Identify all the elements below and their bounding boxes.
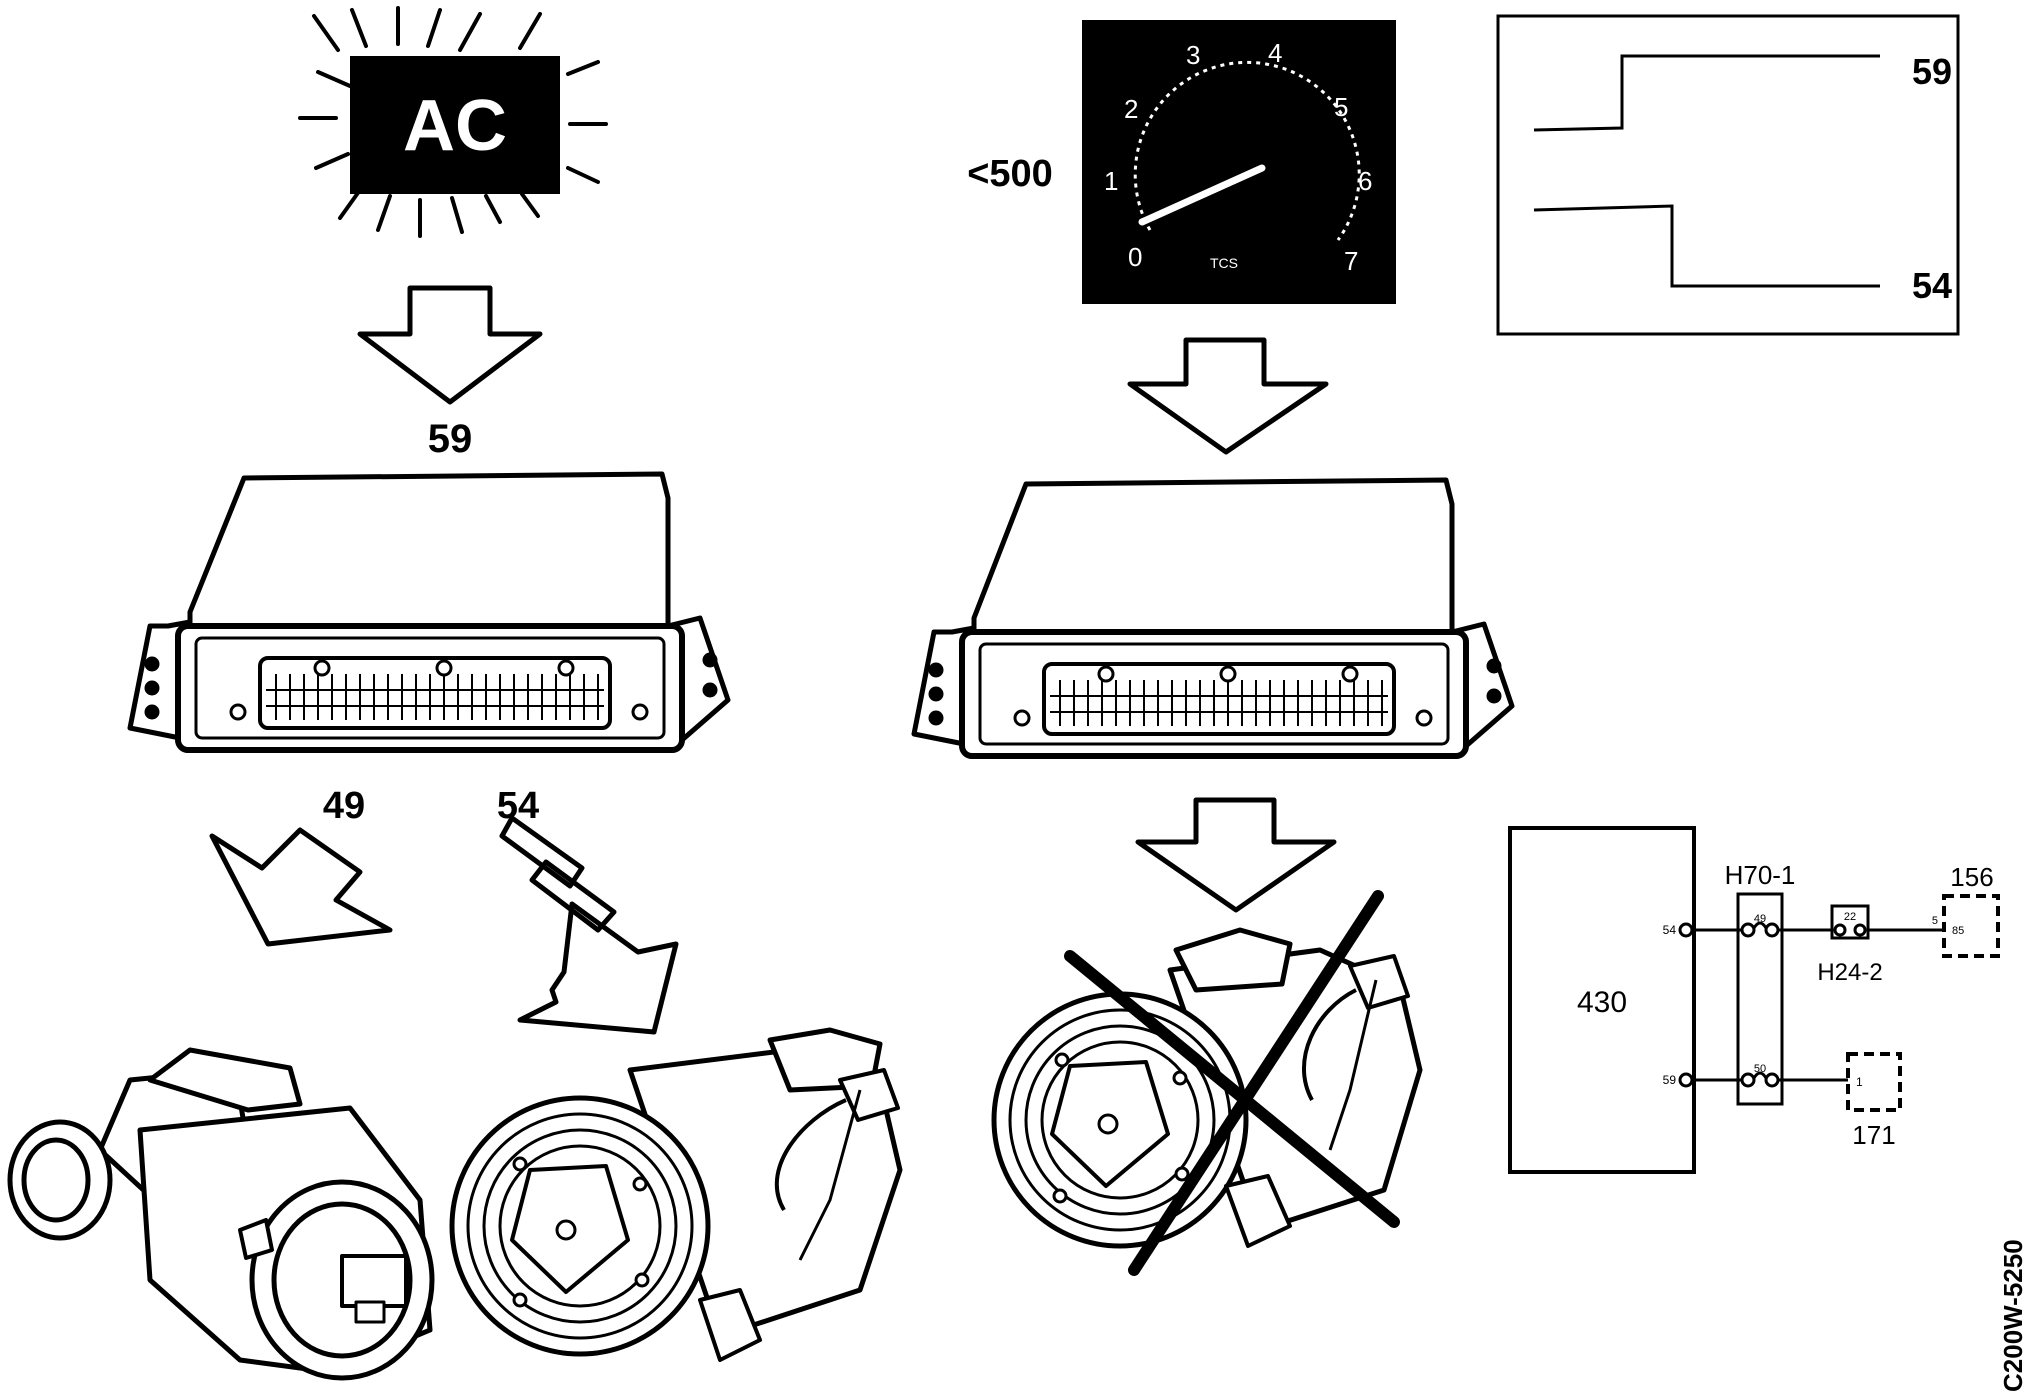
left-ecu-input-pin: 59 (428, 417, 473, 461)
arrow-tach-to-ecu (1127, 337, 1329, 455)
svg-text:2: 2 (1124, 94, 1138, 124)
left-ecu (127, 471, 731, 753)
svg-text:6: 6 (1358, 166, 1372, 196)
ac-light-rays (298, 6, 608, 238)
cross-out-mark (1064, 890, 1400, 1276)
tachometer-needle (1138, 164, 1266, 226)
ac-indicator-box (350, 56, 560, 194)
pin-49-label: 49 (1754, 913, 1766, 925)
ac-indicator: AC (298, 6, 608, 238)
signal-label-lower: 54 (1912, 265, 1952, 306)
pin-59-terminal (1678, 1072, 1694, 1088)
tachometer-caption: TCS (1210, 255, 1238, 271)
pin-50-label: 50 (1754, 1063, 1766, 1075)
pin-1-label: 1 (1856, 1075, 1863, 1089)
idle-air-valve (7, 1047, 435, 1381)
component-171-label: 171 (1852, 1120, 1895, 1150)
svg-text:0: 0 (1128, 242, 1142, 272)
tachometer: 0 1 2 3 4 5 6 7 TCS (1082, 20, 1396, 304)
arrow-ecu-to-compressor-blocked (1135, 797, 1337, 913)
tachometer-scale-arc (1133, 60, 1361, 241)
pin-22-label: 22 (1844, 911, 1856, 923)
rpm-condition-label: <500 (967, 153, 1053, 195)
output-pin-idle-valve: 49 (323, 785, 365, 827)
svg-text:4: 4 (1268, 38, 1282, 68)
connector-h24-2-label: H24-2 (1817, 959, 1882, 986)
signal-graph: 59 54 (1496, 14, 1960, 336)
connector-h70-1-label: H70-1 (1725, 860, 1796, 890)
arrow-ecu-to-compressor (499, 815, 679, 1035)
pin-85-label: 85 (1952, 925, 1964, 937)
signal-label-upper: 59 (1912, 51, 1952, 92)
arrow-ecu-to-idle-valve (209, 827, 393, 947)
signal-trace-lower (1533, 204, 1880, 288)
right-ecu (911, 477, 1515, 759)
svg-text:1: 1 (1104, 166, 1118, 196)
right-ac-compressor (991, 927, 1423, 1249)
left-ac-compressor (449, 1027, 903, 1362)
pin-59-label: 59 (1663, 1073, 1677, 1087)
wire-59-path (1692, 1052, 1902, 1112)
control-module-430 (1508, 826, 1696, 1174)
wire-54-path (1692, 894, 2000, 958)
ac-label: AC (403, 86, 507, 166)
svg-text:3: 3 (1186, 40, 1200, 70)
wiring-diagram: 430 H70-1 54 59 49 22 5 85 H24-2 156 (1508, 826, 2000, 1174)
signal-trace-upper (1533, 54, 1880, 132)
pin-54-terminal (1678, 922, 1694, 938)
tachometer-face (1082, 20, 1396, 304)
arrow-ac-to-ecu (357, 285, 543, 405)
svg-text:7: 7 (1344, 246, 1358, 276)
signal-graph-frame (1496, 14, 1960, 336)
figure-id: C200W-5250 (1998, 1239, 2028, 1392)
pin-54-label: 54 (1663, 923, 1677, 937)
relay-156-label: 156 (1950, 862, 1993, 892)
tachometer-dial-numbers: 0 1 2 3 4 5 6 7 (1104, 38, 1372, 276)
control-module-label: 430 (1577, 986, 1627, 1019)
pin-5-label: 5 (1932, 915, 1938, 927)
svg-text:5: 5 (1334, 92, 1348, 122)
